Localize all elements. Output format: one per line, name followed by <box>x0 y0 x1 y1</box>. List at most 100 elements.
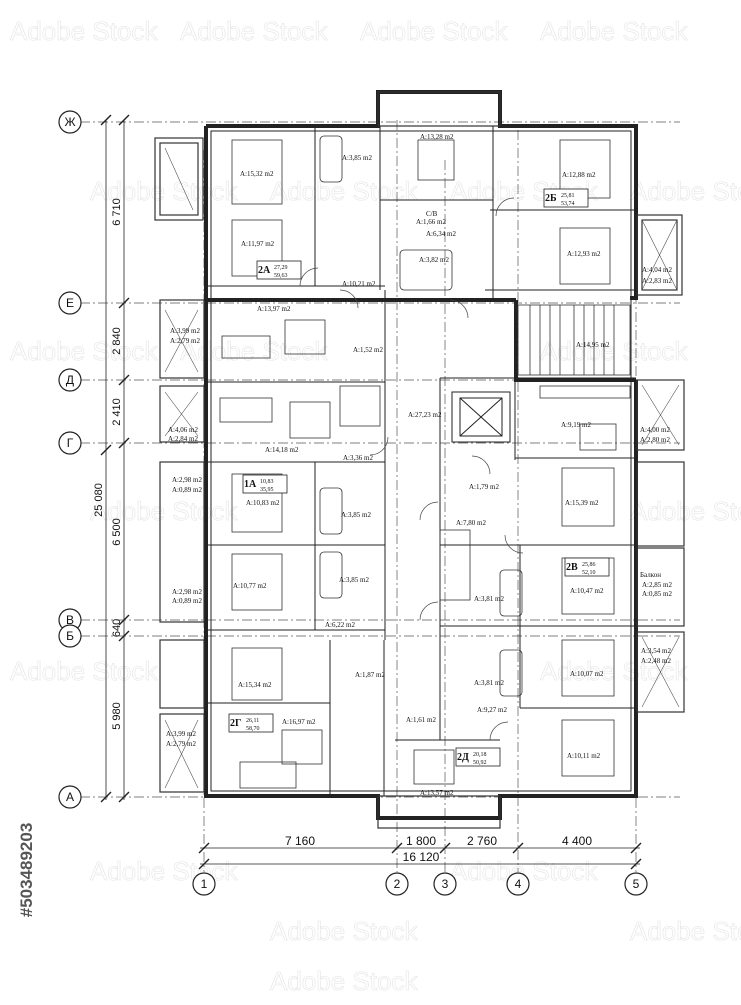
watermark-text: Adobe Stock <box>360 16 508 46</box>
dim-tick <box>100 444 112 456</box>
room-area-label: А:3,85 m2 <box>339 576 369 584</box>
watermark-text: Adobe Stock <box>270 176 418 206</box>
row-axis-bubble: Б <box>58 624 82 648</box>
room-area-label: А:3,99 m2 <box>166 730 196 738</box>
watermark-text: Adobe Stock <box>270 966 418 996</box>
dimension-lines <box>105 120 640 865</box>
room-area-label: А:13,57 m2 <box>420 789 454 797</box>
room-area-label: А:2,98 m2 <box>172 588 202 596</box>
room-area-label: Балкон <box>640 571 661 579</box>
watermark-text: Adobe Stock <box>10 16 158 46</box>
dim-tick <box>100 114 112 126</box>
dim-v-2: 2 840 <box>111 327 123 355</box>
dim-v-5: 640 <box>111 619 123 637</box>
apartment-tag-box <box>228 713 274 733</box>
dim-h-overall: 16 120 <box>403 850 440 864</box>
room-area-label: А:10,11 m2 <box>567 752 601 760</box>
room-area-label: А:1,52 m2 <box>353 346 383 354</box>
apartment-id: 2Г <box>230 718 241 729</box>
col-axis-bubble: 4 <box>506 872 530 896</box>
col-axis-bubble: 3 <box>433 872 457 896</box>
watermark-text: Adobe Stock <box>630 176 741 206</box>
axis-bubble-circle <box>58 624 82 648</box>
room-area-label: А:1,61 m2 <box>406 716 436 724</box>
room-area-label: А:3,99 m2 <box>170 327 200 335</box>
room-area-label: А:4,04 m2 <box>642 266 672 274</box>
axis-bubble-circle <box>433 872 457 896</box>
room-area-label: А:15,34 m2 <box>238 681 272 689</box>
bathtubs <box>319 135 523 697</box>
dim-v-6: 5 980 <box>111 702 123 730</box>
watermark-text: Adobe Stock <box>180 16 328 46</box>
room-area-label: А:15,32 m2 <box>240 170 274 178</box>
room-area-label: А:9,27 m2 <box>477 706 507 714</box>
dim-h-2: 1 800 <box>406 834 436 848</box>
watermark-text: Adobe Stock <box>630 916 741 946</box>
room-area-label: А:10,47 m2 <box>570 587 604 595</box>
axis-bubble-circle <box>624 872 648 896</box>
room-area-label: А:27,23 m2 <box>408 411 442 419</box>
dim-tick <box>198 858 210 870</box>
apartment-total-area: 58,70 <box>246 726 260 732</box>
dim-v-4: 6 500 <box>111 518 123 546</box>
room-area-label: А:4,06 m2 <box>168 426 198 434</box>
apartment-tag-box <box>256 260 302 280</box>
room-area-label: А:12,93 m2 <box>567 250 601 258</box>
room-area-label: А:3,82 m2 <box>419 256 449 264</box>
room-area-label: С/В <box>426 210 438 218</box>
room-area-label: А:2,83 m2 <box>642 277 672 285</box>
room-area-label: А:14,95 m2 <box>576 341 610 349</box>
watermark-text: Adobe Stock <box>10 656 158 686</box>
room-area-label: А:9,19 m2 <box>561 421 591 429</box>
apartment-living-area: 25,81 <box>561 193 575 199</box>
door-swings <box>299 197 524 741</box>
watermark-text: Adobe Stock <box>90 496 238 526</box>
apartment-id: 1А <box>244 479 257 490</box>
col-axis-label: 1 <box>201 877 208 891</box>
room-area-label: А:2,79 m2 <box>166 740 196 748</box>
dim-v-3: 2 410 <box>111 398 123 426</box>
dim-tick <box>118 791 130 803</box>
dim-tick <box>512 842 524 854</box>
room-area-label: А:3,81 m2 <box>474 679 504 687</box>
room-area-label: А:6,34 m2 <box>426 230 456 238</box>
dim-tick <box>630 842 642 854</box>
room-area-label: А:7,80 m2 <box>456 519 486 527</box>
col-axis-bubble: 5 <box>624 872 648 896</box>
apartment-id: 2А <box>258 265 271 276</box>
watermark-text: Adobe Stock <box>90 176 238 206</box>
room-area-label: А:10,21 m2 <box>342 280 376 288</box>
apartment-total-area: 50,92 <box>473 760 487 766</box>
col-axis-bubble: 1 <box>192 872 216 896</box>
col-axis-label: 4 <box>515 877 522 891</box>
staircase <box>517 304 631 376</box>
apartment-total-area: 35,95 <box>260 487 274 493</box>
apartment-id: 2Д <box>457 752 469 763</box>
dim-tick <box>118 630 130 642</box>
room-area-label: А:3,85 m2 <box>341 511 371 519</box>
room-area-label: А:15,39 m2 <box>565 499 599 507</box>
row-axis-bubble: Ж <box>58 110 82 134</box>
apartment-id: 2В <box>566 562 578 573</box>
room-area-label: А:13,28 m2 <box>420 133 454 141</box>
dim-tick <box>100 791 112 803</box>
apartment-tag-box <box>455 747 501 767</box>
col-axis-label: 5 <box>633 877 640 891</box>
room-area-label: А:2,80 m2 <box>640 436 670 444</box>
watermark-text: Adobe Stock <box>10 336 158 366</box>
room-area-label: А:16,97 m2 <box>282 718 316 726</box>
row-axis-label: Г <box>67 436 74 450</box>
room-area-label: А:3,36 m2 <box>343 454 373 462</box>
row-axis-label: В <box>66 613 74 627</box>
row-axis-bubble: Е <box>58 291 82 315</box>
stock-id: #503489203 <box>17 823 36 918</box>
